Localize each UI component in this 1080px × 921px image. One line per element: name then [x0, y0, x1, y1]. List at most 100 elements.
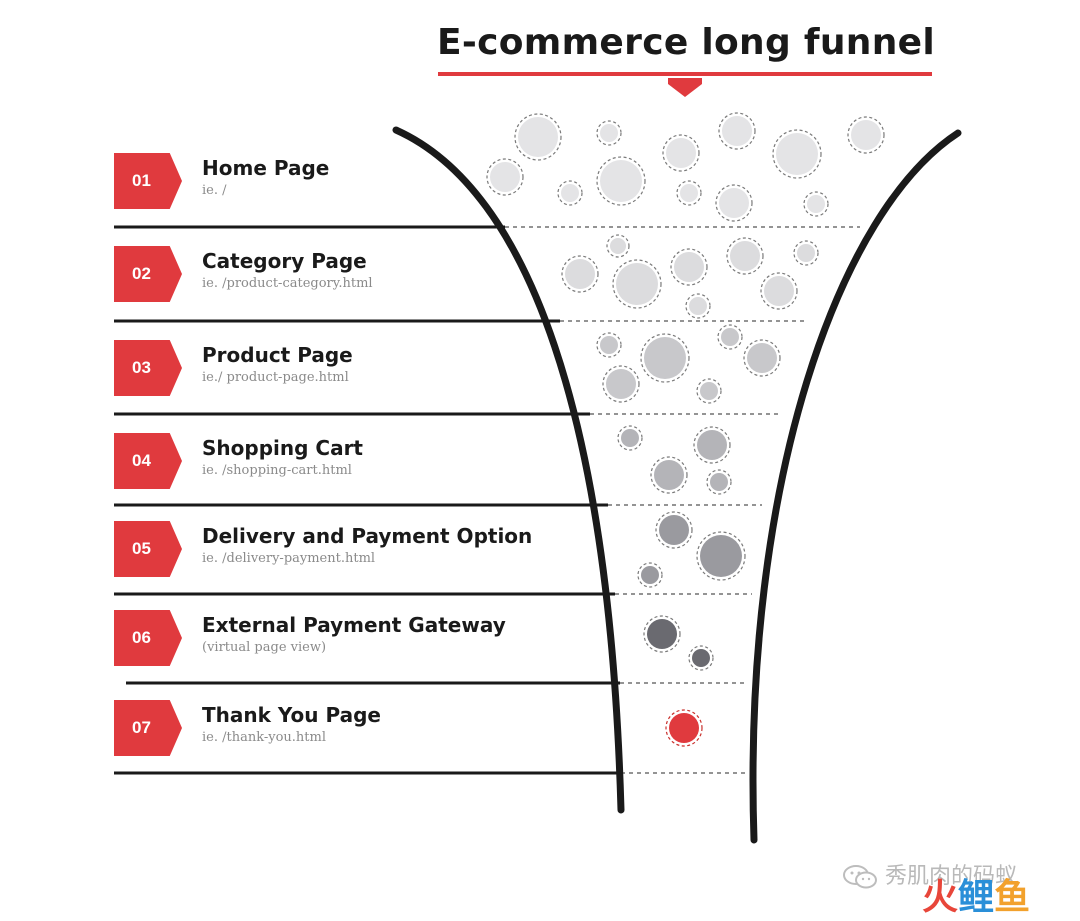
step-number-badge: 06	[114, 610, 182, 666]
visitor-circle-ring	[514, 113, 562, 161]
visitor-circle	[710, 473, 728, 491]
step-subtitle: ie. /product-category.html	[202, 276, 373, 291]
visitor-circle	[697, 430, 727, 460]
visitor-circle-ring	[662, 134, 700, 172]
step-number-badge: 04	[114, 433, 182, 489]
visitor-circle-ring	[596, 332, 622, 358]
visitor-circle-ring	[612, 259, 662, 309]
visitor-circle-ring	[596, 156, 646, 206]
step-title: Shopping Cart	[202, 436, 363, 460]
visitor-circle	[797, 244, 815, 262]
visitor-circle	[669, 713, 699, 743]
visitor-circle-ring	[715, 184, 753, 222]
step-title: Product Page	[202, 343, 353, 367]
visitor-circle	[647, 619, 677, 649]
step-title: Thank You Page	[202, 703, 381, 727]
visitor-circle	[764, 276, 794, 306]
visitor-circle	[722, 116, 752, 146]
funnel-step-6: 06 External Payment Gateway (virtual page …	[114, 610, 594, 666]
visitor-circle-ring	[486, 158, 524, 196]
visitor-circle-ring	[650, 456, 688, 494]
visitor-circle-ring	[718, 112, 756, 150]
funnel-right-wall	[749, 129, 962, 844]
brand-logo: 火鲤鱼	[922, 878, 1030, 918]
brand-logo-part-3: 鱼	[994, 877, 1031, 918]
visitor-circle	[644, 337, 686, 379]
row-separators	[114, 225, 860, 775]
step-number-badge: 03	[114, 340, 182, 396]
step-number-badge: 01	[114, 153, 182, 209]
visitor-circle	[747, 343, 777, 373]
visitor-circle-ring	[617, 425, 643, 451]
visitor-circle-ring	[693, 426, 731, 464]
visitor-circle	[518, 117, 558, 157]
visitor-circle-ring	[688, 645, 714, 671]
funnel-walls	[392, 126, 962, 844]
visitor-circle-ring	[596, 120, 622, 146]
visitor-circle	[641, 566, 659, 584]
visitor-circle	[680, 184, 698, 202]
brand-logo-part-1: 火	[922, 877, 959, 918]
step-subtitle: ie. /	[202, 183, 227, 198]
visitor-circle-ring	[696, 531, 746, 581]
visitor-circle	[700, 535, 742, 577]
visitor-circle-ring	[696, 378, 722, 404]
visitor-circle-ring	[685, 293, 711, 319]
visitor-circle-ring	[803, 191, 829, 217]
visitor-circle-ring	[726, 237, 764, 275]
visitor-circle	[692, 649, 710, 667]
visitor-circle	[674, 252, 704, 282]
visitor-circle	[610, 238, 626, 254]
step-subtitle: ie. /delivery-payment.html	[202, 551, 376, 566]
visitor-circle-ring	[606, 234, 630, 258]
visitor-circle	[666, 138, 696, 168]
title-underline	[438, 72, 932, 97]
step-subtitle: ie. /thank-you.html	[202, 730, 327, 745]
visitor-circle-ring	[640, 333, 690, 383]
visitor-circle	[689, 297, 707, 315]
visitor-circle	[730, 241, 760, 271]
diagram-title: E-commerce long funnel	[437, 22, 935, 63]
watermark: 秀肌肉的码蚁	[842, 858, 1017, 890]
visitor-circles	[486, 112, 885, 747]
visitor-circle-ring	[743, 339, 781, 377]
visitor-circle-ring	[706, 469, 732, 495]
step-title: Home Page	[202, 156, 330, 180]
visitor-circle	[565, 259, 595, 289]
visitor-circle-ring	[760, 272, 798, 310]
step-title: Category Page	[202, 249, 367, 273]
watermark-text: 秀肌肉的码蚁	[885, 864, 1018, 889]
visitor-circle-ring	[602, 365, 640, 403]
visitor-circle	[616, 263, 658, 305]
step-subtitle: ie./ product-page.html	[202, 370, 349, 385]
visitor-circle-ring	[772, 129, 822, 179]
funnel-step-3: 03 Product Page ie./ product-page.html	[114, 340, 594, 396]
down-arrow-icon	[668, 78, 702, 97]
wechat-icon	[843, 865, 877, 889]
visitor-circle-ring	[643, 615, 681, 653]
visitor-circle-ring	[637, 562, 663, 588]
visitor-circle	[807, 195, 825, 213]
visitor-circle-ring	[847, 116, 885, 154]
brand-logo-part-2: 鲤	[958, 877, 995, 918]
step-title: Delivery and Payment Option	[202, 524, 533, 548]
visitor-circle	[719, 188, 749, 218]
visitor-circle	[600, 336, 618, 354]
step-subtitle: (virtual page view)	[202, 640, 327, 655]
visitor-circle	[561, 184, 579, 202]
visitor-circle-ring	[665, 709, 703, 747]
step-number-badge: 02	[114, 246, 182, 302]
visitor-circle-ring	[557, 180, 583, 206]
visitor-circle	[600, 124, 618, 142]
step-number-badge: 07	[114, 700, 182, 756]
funnel-step-7: 07 Thank You Page ie. /thank-you.html	[114, 700, 594, 756]
funnel-left-wall	[392, 126, 625, 814]
visitor-circle	[851, 120, 881, 150]
visitor-circle	[654, 460, 684, 490]
step-title: External Payment Gateway	[202, 613, 506, 637]
visitor-circle-ring	[655, 511, 693, 549]
